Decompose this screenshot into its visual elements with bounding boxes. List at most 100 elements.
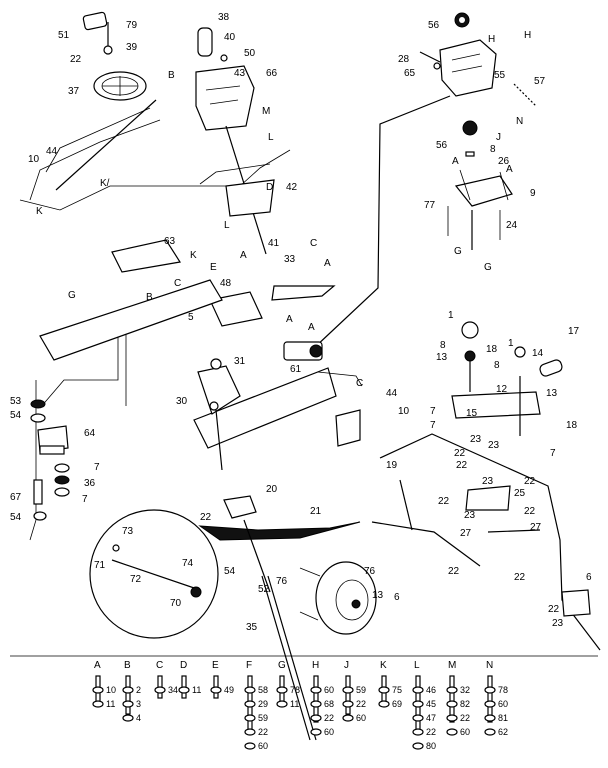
hardware-bolt-icon xyxy=(449,675,455,723)
hardware-part-number: 68 xyxy=(324,699,334,709)
hardware-washer-icon xyxy=(154,686,166,694)
left-bracket-group xyxy=(30,399,70,521)
callout-p76b: 76 xyxy=(364,566,376,577)
hardware-group-letter: N xyxy=(486,660,493,671)
hardware-group-letter: D xyxy=(180,660,187,671)
hardware-washer-icon xyxy=(310,686,322,694)
callout-p48: 48 xyxy=(220,278,232,289)
callout-p22h: 22 xyxy=(448,566,460,577)
hardware-part-number: 60 xyxy=(324,685,334,695)
callout-pC3: C xyxy=(356,378,363,389)
callout-p37: 37 xyxy=(68,86,80,97)
hardware-washer-icon xyxy=(244,686,256,694)
hardware-washer-icon xyxy=(122,714,134,722)
callout-p7e: 7 xyxy=(550,448,556,459)
hardware-part-number: 60 xyxy=(460,727,470,737)
callout-p9: 9 xyxy=(530,188,536,199)
hardware-part-number: 22 xyxy=(258,727,268,737)
frame-plates xyxy=(39,179,363,449)
dash-panel xyxy=(19,27,291,211)
hardware-part-number: 47 xyxy=(426,713,436,723)
callout-pB2: B xyxy=(146,292,153,303)
hardware-washer-icon xyxy=(276,686,288,694)
callout-p52: 52 xyxy=(258,584,270,595)
hardware-group-letter: C xyxy=(156,660,163,671)
front-wheel xyxy=(299,561,377,635)
hardware-washer-icon xyxy=(378,686,390,694)
hardware-part-number: 22 xyxy=(426,727,436,737)
hardware-washer-icon xyxy=(342,700,354,708)
callout-p26: 26 xyxy=(498,156,510,167)
hardware-part-number: 75 xyxy=(392,685,402,695)
callout-p13c: 13 xyxy=(372,590,384,601)
hardware-part-number: 60 xyxy=(258,741,268,751)
hardware-bolt-icon xyxy=(313,675,319,723)
hardware-washer-icon xyxy=(244,700,256,708)
hardware-part-number: 82 xyxy=(460,699,470,709)
callout-pL1: L xyxy=(268,132,274,143)
callout-pH1: H xyxy=(488,34,495,45)
hardware-part-number: 81 xyxy=(498,713,508,723)
hardware-washer-icon xyxy=(446,728,458,736)
callout-p22a: 22 xyxy=(70,54,82,65)
hardware-bolt-icon xyxy=(487,675,493,723)
callout-pK1: K/ xyxy=(100,178,110,189)
callout-pE: E xyxy=(210,262,217,273)
callout-p27b: 27 xyxy=(530,522,542,533)
callout-p13a: 13 xyxy=(436,352,448,363)
hardware-washer-icon xyxy=(484,700,496,708)
callout-p38: 38 xyxy=(218,12,230,23)
callout-p23a: 23 xyxy=(470,434,482,445)
hardware-part-number: 78 xyxy=(498,685,508,695)
callout-p24: 24 xyxy=(506,220,518,231)
hardware-part-number: 10 xyxy=(106,685,116,695)
callout-p8b: 8 xyxy=(440,340,446,351)
hardware-group-letter: G xyxy=(278,660,286,671)
hardware-group-letter: L xyxy=(414,660,420,671)
right-linkage xyxy=(371,321,601,651)
callout-p22g: 22 xyxy=(200,512,212,523)
callout-p17: 17 xyxy=(568,326,580,337)
hardware-washer-icon xyxy=(342,686,354,694)
callout-p36: 36 xyxy=(84,478,96,489)
callout-p22f: 22 xyxy=(524,506,536,517)
callout-p28: 28 xyxy=(398,54,410,65)
hardware-part-number: 60 xyxy=(324,727,334,737)
hardware-part-number: 60 xyxy=(356,713,366,723)
callout-p50: 50 xyxy=(244,48,256,59)
callout-p22c: 22 xyxy=(456,460,468,471)
callout-p51: 51 xyxy=(58,30,70,41)
callout-p42: 42 xyxy=(286,182,298,193)
hardware-group-letter: F xyxy=(246,660,252,671)
callout-p57: 57 xyxy=(534,76,546,87)
hardware-washer-icon xyxy=(276,700,288,708)
hardware-part-number: 45 xyxy=(426,699,436,709)
callout-p44a: 44 xyxy=(46,146,58,157)
callout-p39: 39 xyxy=(126,42,138,53)
callout-p12: 12 xyxy=(496,384,508,395)
callout-pB1: B xyxy=(168,70,175,81)
callout-p7a: 7 xyxy=(94,462,100,473)
callout-p13b: 13 xyxy=(546,388,558,399)
hardware-washer-icon xyxy=(484,686,496,694)
callout-p71: 71 xyxy=(94,560,106,571)
callout-p56b: 56 xyxy=(436,140,448,151)
hardware-washer-icon xyxy=(92,700,104,708)
callout-pC1: C xyxy=(310,238,317,249)
callout-pA5: A xyxy=(286,314,293,325)
callout-pK3: K xyxy=(190,250,197,261)
hardware-part-number: 4 xyxy=(136,713,141,723)
hardware-part-number: 11 xyxy=(290,699,299,709)
hardware-washer-icon xyxy=(378,700,390,708)
callout-p70: 70 xyxy=(170,598,182,609)
steering-wheel-group xyxy=(82,11,147,101)
callout-pG3: G xyxy=(68,290,76,301)
callout-p54c: 54 xyxy=(224,566,236,577)
hardware-part-number: 22 xyxy=(324,713,334,723)
hardware-washer-icon xyxy=(446,714,458,722)
callout-p40: 40 xyxy=(224,32,236,43)
callout-p63: 63 xyxy=(164,236,176,247)
hardware-part-number: 49 xyxy=(224,685,234,695)
callout-p31: 31 xyxy=(234,356,246,367)
